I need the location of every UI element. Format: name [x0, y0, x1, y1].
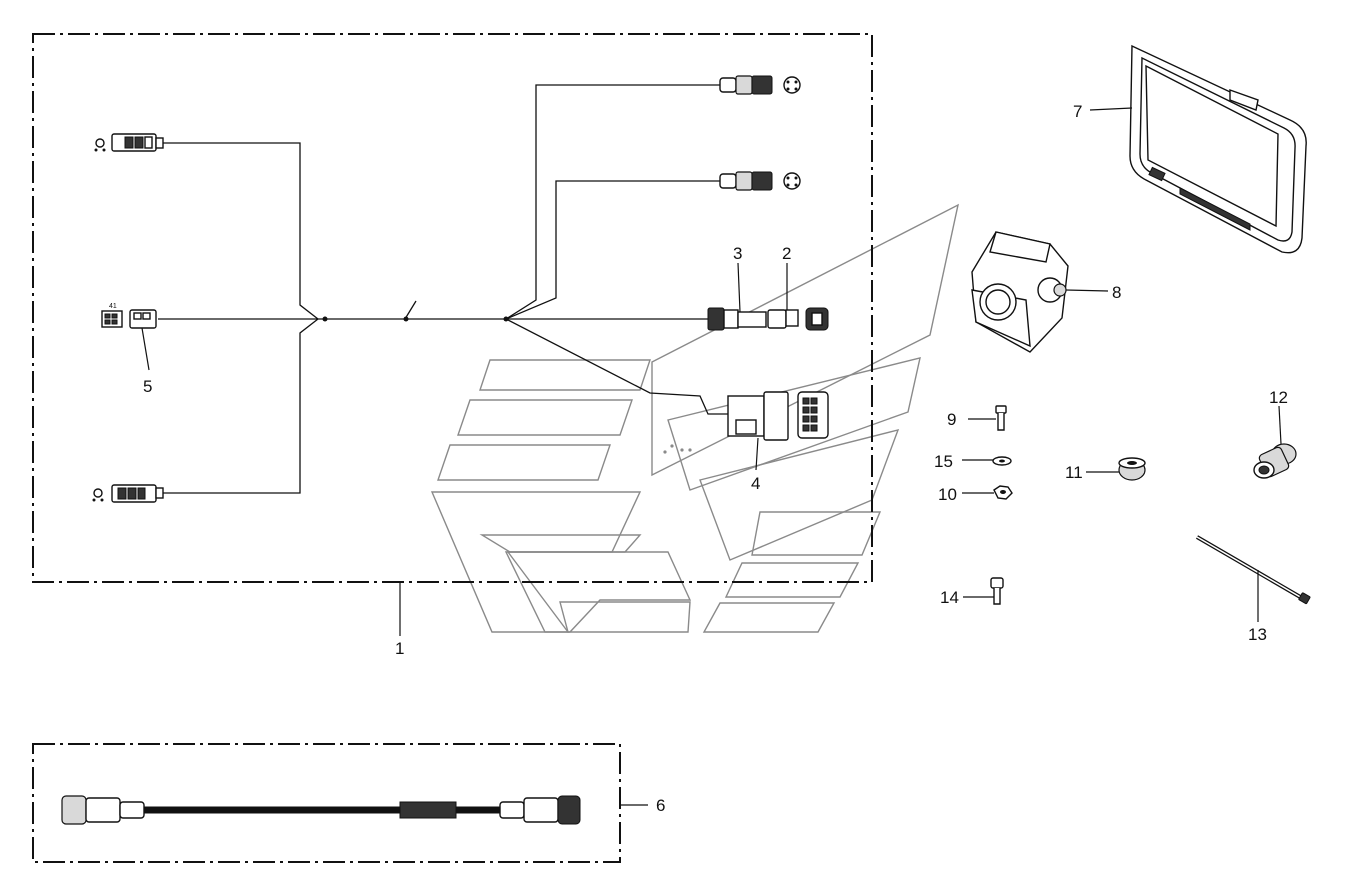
round-connector-lower: [719, 171, 801, 191]
callout-1: 1: [395, 639, 404, 658]
callout-10: 10: [938, 485, 957, 504]
callout-2: 2: [782, 244, 791, 263]
round-connector-upper: [719, 75, 801, 95]
callout-4: 4: [751, 474, 760, 493]
adapter-item-12: [1253, 405, 1297, 479]
callout-7: 7: [1073, 102, 1082, 121]
cable-assembly-boundary: [32, 743, 621, 863]
callout-12: 12: [1269, 388, 1288, 407]
harness-assembly-boundary: [32, 33, 873, 583]
callout-11: 11: [1065, 463, 1083, 482]
watermark-logo: [430, 203, 959, 633]
screw-item-14: [963, 577, 1004, 605]
washer-item-15: [962, 456, 1012, 466]
monitor-display: [1089, 44, 1307, 254]
callout-6: 6: [656, 796, 665, 815]
callout-8: 8: [1112, 283, 1121, 302]
callout-13: 13: [1248, 625, 1267, 644]
cable-tie-item-13: [1195, 535, 1311, 622]
callout-3: 3: [733, 244, 742, 263]
pin-label: 41: [109, 303, 117, 310]
camera: [971, 231, 1109, 353]
callout-labels: 1 2 3 4 5 6 7 8 9 10 11 12 13 14 15: [143, 102, 1288, 815]
connector-items-2-3: [707, 262, 829, 331]
extension-cable: [61, 795, 648, 825]
nut-item-10: [962, 485, 1013, 500]
connector-top-left: [94, 133, 164, 152]
callout-14: 14: [940, 588, 959, 607]
grommet-item-11: [1086, 457, 1146, 481]
connector-item-5: 41: [101, 303, 157, 371]
callout-15: 15: [934, 452, 953, 471]
callout-9: 9: [947, 410, 956, 429]
connector-item-4: [727, 391, 829, 471]
bolt-item-9: [968, 405, 1007, 431]
wiring-harness: [158, 84, 728, 494]
callout-5: 5: [143, 377, 152, 396]
connector-bottom-left: [92, 484, 164, 503]
